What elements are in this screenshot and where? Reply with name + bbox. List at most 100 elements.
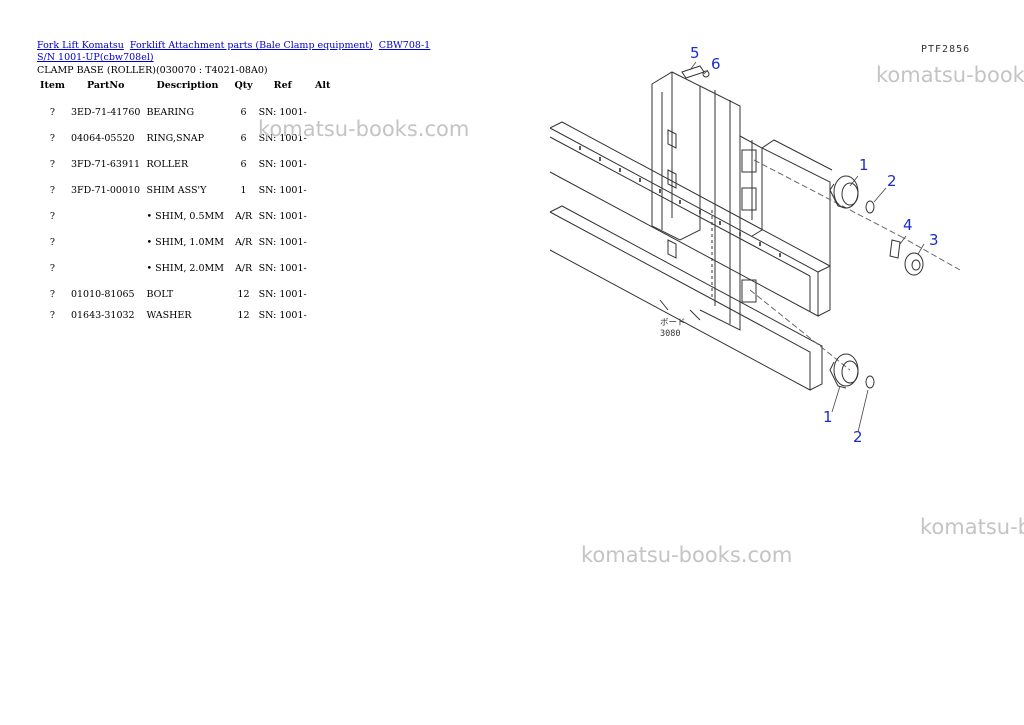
row-alt [310,255,336,281]
row-description: BOLT [146,288,174,300]
row-qty: A/R [234,236,253,248]
row-partno: 04064-05520 [70,132,135,144]
row-item: ? [49,106,56,118]
row-alt [310,151,336,177]
row-alt [310,99,336,125]
col-alt: Alt [315,80,331,91]
row-qty: 6 [240,132,247,144]
row-alt [310,125,336,151]
axis-lines [749,159,961,371]
table-row: ? • SHIM, 2.0MM A/R SN: 1001- [37,255,336,281]
row-qty: 12 [237,309,250,321]
row-description: • SHIM, 0.5MM [146,210,224,222]
callout-1-lower: 1 [823,408,833,426]
row-qty: A/R [234,210,253,222]
table-row: ? 01010-81065 BOLT 12 SN: 1001- [37,281,336,307]
col-item: Item [40,80,65,91]
row-ref: SN: 1001- [258,288,307,300]
row-partno: 3ED-71-41760 [70,106,141,118]
row-alt [310,281,336,307]
row-ref: SN: 1001- [258,184,307,196]
row-qty: 1 [240,184,247,196]
lower-beam-drawing [549,205,823,391]
row-partno [68,203,144,229]
col-partno: PartNo [86,80,125,91]
breadcrumb-link-model[interactable]: CBW708-1 S/N 1001-UP(cbw708el) [37,40,431,63]
table-row: ? • SHIM, 0.5MM A/R SN: 1001- [37,203,336,229]
row-description: SHIM ASS'Y [146,184,207,196]
callout-1: 1 [859,156,869,174]
row-description: ROLLER [146,158,189,170]
table-row: ? 01643-31032 WASHER 12 SN: 1001- [37,307,336,323]
row-ref: SN: 1001- [258,236,307,248]
row-item: ? [49,210,56,222]
row-partno [68,229,144,255]
row-item: ? [49,158,56,170]
callout-3: 3 [929,231,939,249]
table-row: ? 3FD-71-63911 ROLLER 6 SN: 1001- [37,151,336,177]
col-ref: Ref [273,80,292,91]
diagram-note-line2: 3080 [660,329,681,339]
col-qty: Qty [234,80,253,91]
lower-roller-drawing [829,353,875,389]
row-partno: 01643-31032 [70,309,135,321]
row-item: ? [49,262,56,274]
top-bolt-drawing [681,65,710,79]
watermark-text: komatsu-books.com [581,543,793,567]
row-alt [310,203,336,229]
page-subtitle: CLAMP BASE (ROLLER)(030070 : T4021-08A0) [37,65,268,76]
row-qty: 6 [240,106,247,118]
right-rail-drawing [761,139,833,266]
row-ref: SN: 1001- [258,309,307,321]
callout-4: 4 [903,216,913,234]
upper-beam-drawing [549,121,831,317]
breadcrumb: Fork Lift Komatsu Forklift Attachment pa… [37,40,437,64]
row-description: RING,SNAP [146,132,205,144]
watermark-text: komatsu-books.com [920,515,1024,539]
table-row: ? 04064-05520 RING,SNAP 6 SN: 1001- [37,125,336,151]
row-partno: 3FD-71-00010 [70,184,141,196]
row-alt [310,229,336,255]
callout-2: 2 [887,172,897,190]
row-item: ? [49,132,56,144]
parts-diagram [549,61,961,433]
table-row: ? • SHIM, 1.0MM A/R SN: 1001- [37,229,336,255]
row-qty: A/R [234,262,253,274]
callout-6: 6 [711,55,721,73]
table-row: ? 3FD-71-00010 SHIM ASS'Y 1 SN: 1001- [37,177,336,203]
row-alt [310,177,336,203]
row-item: ? [49,184,56,196]
frame-plate-drawing [651,71,763,331]
parts-table: Item PartNo Description Qty Ref Alt ? 3E… [37,78,336,323]
row-ref: SN: 1001- [258,262,307,274]
row-item: ? [49,288,56,300]
row-alt [310,307,336,323]
row-partno: 01010-81065 [70,288,135,300]
upper-roller-drawing [829,175,924,276]
row-item: ? [49,236,56,248]
row-description: • SHIM, 2.0MM [146,262,224,274]
row-item: ? [49,309,56,321]
row-ref: SN: 1001- [258,210,307,222]
callout-5: 5 [690,44,700,62]
row-partno: 3FD-71-63911 [70,158,141,170]
row-description: BEARING [146,106,195,118]
row-ref: SN: 1001- [258,132,307,144]
diagram-note-line1: ボード [660,318,686,328]
row-ref: SN: 1001- [258,106,307,118]
row-description: • SHIM, 1.0MM [146,236,224,248]
breadcrumb-link-attachment[interactable]: Forklift Attachment parts (Bale Clamp eq… [129,40,373,51]
parts-table-header: Item PartNo Description Qty Ref Alt [37,78,336,99]
diagram-code: PTF2856 [921,44,971,55]
leader-lines [689,61,925,433]
breadcrumb-link-fork-lift[interactable]: Fork Lift Komatsu [37,40,124,51]
row-description: WASHER [146,309,192,321]
col-description: Description [156,80,219,91]
row-qty: 12 [237,288,250,300]
diagram-note: ボード 3080 [660,318,686,340]
row-qty: 6 [240,158,247,170]
row-partno [68,255,144,281]
row-ref: SN: 1001- [258,158,307,170]
table-row: ? 3ED-71-41760 BEARING 6 SN: 1001- [37,99,336,125]
callout-2-lower: 2 [853,428,863,446]
